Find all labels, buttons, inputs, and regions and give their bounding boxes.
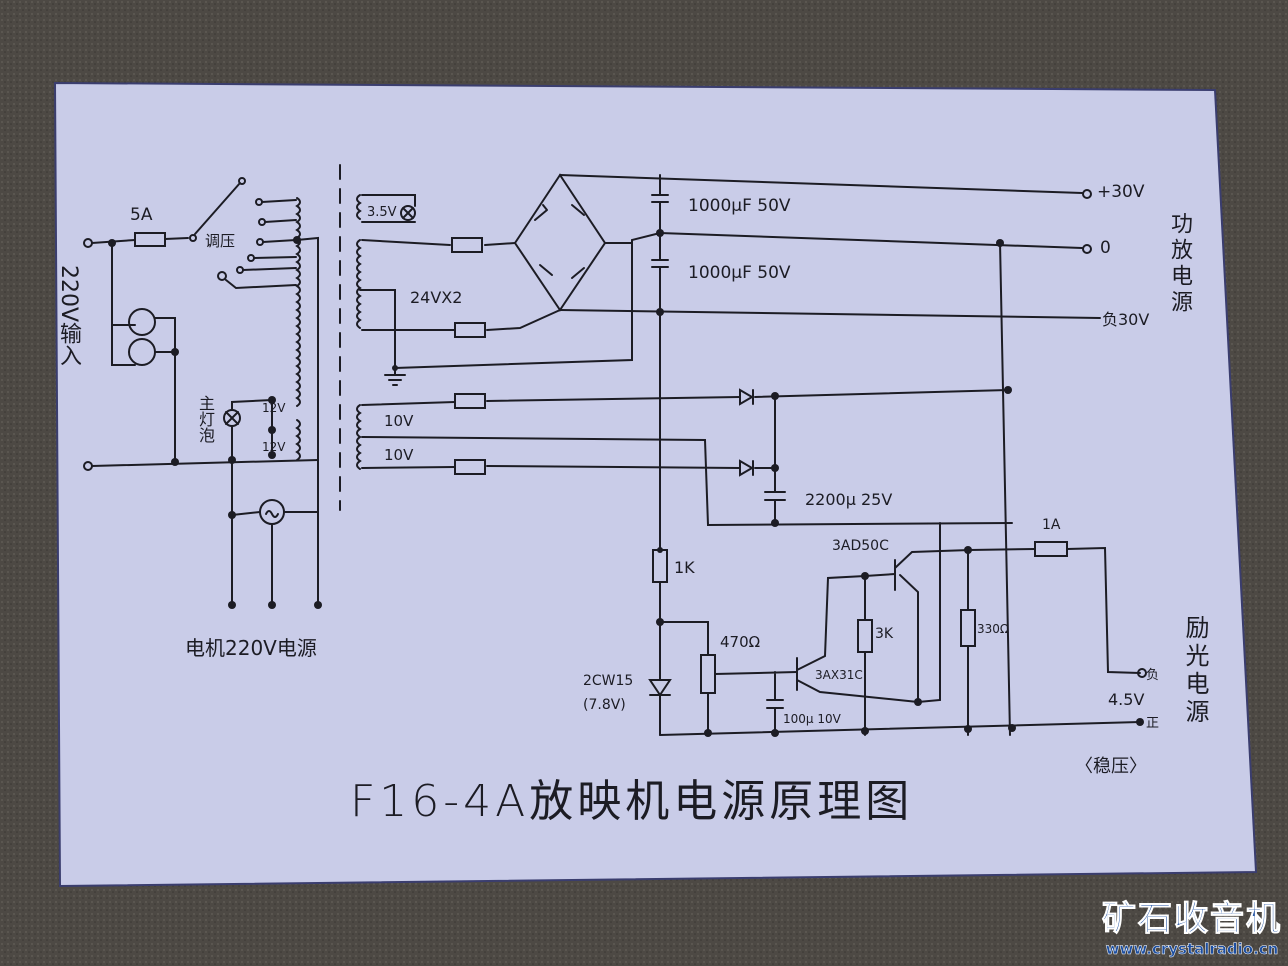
ground-icon xyxy=(359,289,406,386)
amp-supply-label: 功放电源 xyxy=(1167,212,1192,316)
r3k-label: 3K xyxy=(875,626,894,642)
cap-100u-label: 100µ 10V xyxy=(783,712,841,726)
cap1-label: 1000µF 50V xyxy=(688,196,791,216)
neg-30v-label: 负30V xyxy=(1102,310,1150,329)
fuse-5a xyxy=(134,232,166,247)
cap-1000uf xyxy=(651,174,669,234)
watermark-name: 矿石收音机 xyxy=(1102,899,1282,940)
socket-icon xyxy=(128,308,156,336)
resistor-3k xyxy=(857,619,873,653)
r1k-label: 1K xyxy=(674,558,695,577)
zener-label: 2CW15 xyxy=(583,673,634,689)
exciter-neg-label: 负 xyxy=(1146,668,1160,683)
winding-10v-1: 10V xyxy=(384,412,414,430)
exciter-pos-label: 正 xyxy=(1146,716,1160,731)
winding-label: 24VX2 xyxy=(410,288,463,307)
winding-10v-2: 10V xyxy=(384,446,414,464)
exciter-voltage-label: 4.5V xyxy=(1108,690,1145,709)
tap-12v-2: 12V xyxy=(262,440,286,454)
paper-sheet xyxy=(53,81,1258,888)
input-label: 220V输入 xyxy=(56,265,81,367)
diagram-title: F16-4A放映机电源原理图 xyxy=(350,776,914,827)
switch-label: 调压 xyxy=(205,232,236,250)
pilot-lamp-label: 3.5V xyxy=(367,205,397,220)
watermark: 矿石收音机 www.crystalradio.cn xyxy=(1102,891,1282,959)
diode-icon xyxy=(739,459,754,477)
r330-label: 330Ω xyxy=(977,622,1010,636)
resistor-330 xyxy=(960,609,976,647)
pos-30v-label: +30V xyxy=(1097,182,1145,202)
pilot-lamp-icon xyxy=(400,205,416,221)
regulated-note: 〈稳压〉 xyxy=(1075,756,1147,777)
cap-2200-label: 2200µ 25V xyxy=(805,490,893,509)
pot-label: 470Ω xyxy=(720,633,761,651)
tap-12v-1: 12V xyxy=(262,401,286,415)
q1-label: 3AD50C xyxy=(832,538,889,554)
cap2-label: 1000µF 50V xyxy=(688,263,791,283)
fuse-1a-label: 1A xyxy=(1042,517,1061,533)
zero-label: 0 xyxy=(1100,238,1111,258)
zener-voltage-label: (7.8V) xyxy=(583,697,626,713)
q2-label: 3AX31C xyxy=(815,668,863,682)
motor-supply-label: 电机220V电源 xyxy=(185,636,317,660)
fuse-1a xyxy=(1034,541,1068,557)
autotransformer-coil xyxy=(295,197,301,407)
fuse xyxy=(454,322,486,338)
diode-icon xyxy=(739,388,754,406)
exciter-supply-label: 励光电源 xyxy=(1181,615,1209,727)
fuse-5a-label: 5A xyxy=(130,205,153,225)
switch-arm xyxy=(194,182,241,235)
watermark-url: www.crystalradio.cn xyxy=(1105,940,1279,959)
fuse xyxy=(451,237,483,253)
main-lamp-label: 主灯泡 xyxy=(196,395,215,443)
